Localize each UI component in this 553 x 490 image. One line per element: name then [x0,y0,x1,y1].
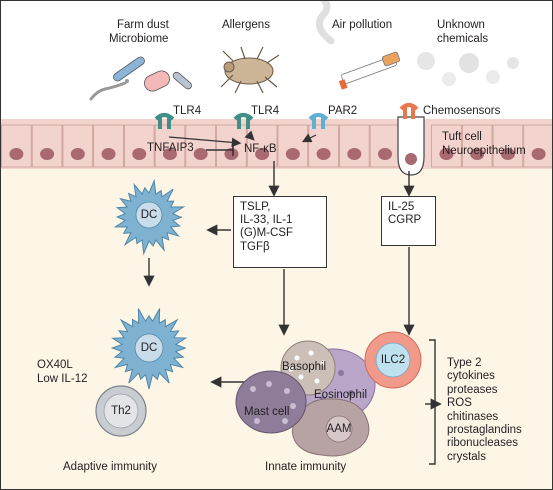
label-unknown: Unknown [437,19,485,31]
epithelial-cell [216,124,247,168]
tuft-cell [397,116,425,176]
label-par2: PAR2 [328,105,358,117]
epithelial-nucleus [500,148,515,160]
epithelial-cell [277,124,309,168]
ilc2-cell [364,331,422,389]
output-item: prostaglandins [447,424,522,437]
label-innate-immunity: Innate immunity [265,461,347,473]
epithelial-cell [123,124,155,168]
arrow-tlr4b-nfkb [244,130,255,141]
epithelial-nucleus [255,148,270,160]
epithelial-cell [492,124,524,168]
epithelial-nucleus [531,148,546,160]
epithelial-nucleus [9,148,24,160]
cytokine-il33-il1: IL-33, IL-1 [240,214,293,227]
par2-receptor [308,113,329,129]
label-tlr4-mid: TLR4 [251,105,280,117]
label-ilc2: ILC2 [380,354,406,366]
output-item: proteases [447,383,498,396]
output-item: crystals [447,450,486,463]
mast-cell [235,370,307,434]
mite-allergen [220,46,280,94]
epithelial-nucleus [470,148,485,160]
label-th2: Th2 [111,405,131,417]
epithelial-cell [339,124,370,168]
epithelial-nucleus [162,148,177,160]
tlr4-receptor-left [154,113,175,129]
label-tlr4-left: TLR4 [173,105,202,117]
epithelial-nucleus [40,148,55,160]
label-tuft-cell: Tuft cell [442,131,482,143]
output-item: cytokines [447,370,495,383]
epithelial-nucleus [316,148,331,160]
label-allergens: Allergens [222,19,270,31]
output-item: Type 2 [447,357,482,369]
epithelial-nucleus [285,148,300,160]
label-dc-top: DC [140,209,158,221]
outputs-list: Type 2 cytokines proteases ROS chitinase… [447,357,522,464]
cytokine-box-left: TSLP, IL-33, IL-1 (G)M-CSF TGFβ [233,196,327,268]
label-mast-cell: Mast cell [244,406,290,418]
label-low-il12: Low IL-12 [37,373,88,385]
cytokine-tgfb: TGFβ [240,240,270,253]
output-item: ribonucleases [447,437,518,450]
label-dc-bottom: DC [140,342,158,354]
cigarette [315,1,401,90]
arrow-tlr4-nfkb [168,136,242,148]
cytokine-tslp: TSLP, [240,201,271,213]
label-farm-dust: Farm dust [117,19,169,31]
microbiome-bacteria [89,56,192,101]
label-chemosensors: Chemosensors [423,105,501,117]
label-air-pollution: Air pollution [332,19,393,31]
epithelium [1,119,552,169]
dendritic-cell-bottom [110,308,188,390]
epithelial-nucleus [193,148,208,160]
cytokine-cgrp: CGRP [388,214,422,227]
outputs-bracket [429,339,436,465]
label-ox40l: OX40L [37,359,73,371]
epithelial-nucleus [132,148,147,160]
chemosensor-receptor [399,103,419,119]
epithelial-cell [31,124,63,168]
arrow-par2-nfkb [301,133,317,143]
cytokine-box-right: IL-25 CGRP [381,196,436,246]
label-nfkb: NF-κB [244,143,277,155]
output-item: chitinases [447,410,499,423]
tlr4-receptor-mid [233,113,254,129]
label-tnfaip3: TNFAIP3 [147,142,194,154]
label-basophil: Basophil [282,361,327,373]
label-adaptive-immunity: Adaptive immunity [63,461,157,473]
epithelial-nucleus [101,148,116,160]
cytokine-il25: IL-25 [388,201,415,213]
cytokine-gmcsf: (G)M-CSF [240,227,294,240]
epithelial-cell [93,124,124,168]
epithelial-nucleus [70,148,85,160]
chemical-cloud [417,52,519,86]
epithelial-cell [461,124,493,168]
label-aam: AAM [326,423,352,435]
dendritic-cell-top [113,178,186,256]
epithelial-cell [246,124,278,168]
epithelial-cell [523,124,552,168]
epithelial-cell [185,124,216,168]
epithelial-nucleus [347,148,362,160]
th2-cell [95,385,147,437]
aam-cell [291,398,370,457]
epithelial-cell [1,124,32,168]
epithelial-cell [62,124,94,168]
epithelial-nucleus [378,148,393,160]
label-microbiome: Microbiome [109,33,169,45]
epithelial-nucleus [224,148,239,160]
output-item: ROS [447,397,472,410]
label-neuroepithelium: Neuroepithelium [442,145,526,157]
epithelial-cell [431,124,462,168]
label-eosinophil: Eosinophil [314,389,368,401]
epithelial-nucleus [439,148,454,160]
label-chemicals: chemicals [437,33,489,45]
